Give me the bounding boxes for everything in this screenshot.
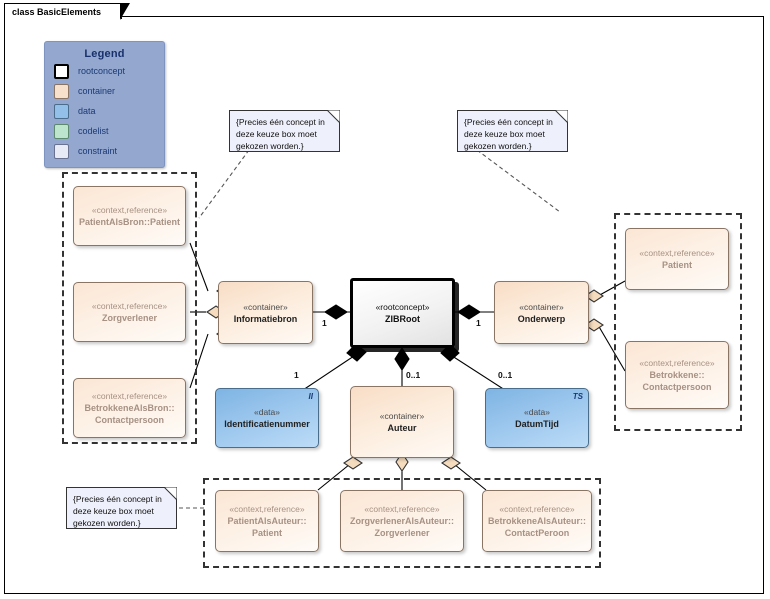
legend-label-codelist: codelist [78, 126, 109, 136]
class-patient-als-bron-name: PatientAlsBron::Patient [78, 217, 180, 227]
class-betrokkene-als-auteur[interactable]: «context,reference» BetrokkeneAlsAuteur:… [482, 490, 592, 552]
class-zibroot-stereotype: «rootconcept» [375, 302, 430, 312]
class-patient-als-bron-stereotype: «context,reference» [91, 205, 168, 215]
multiplicity-root-auteur: 0..1 [406, 370, 421, 380]
class-informatiebron[interactable]: «container» Informatiebron [218, 281, 313, 344]
class-identificatienummer-stereotype: «data» [254, 407, 280, 417]
legend-swatch-constraint [54, 143, 69, 159]
class-auteur-stereotype: «container» [379, 411, 425, 421]
legend-item-constraint: constraint [54, 142, 164, 160]
legend-swatch-data [54, 103, 69, 119]
class-zibroot[interactable]: «rootconcept» ZIBRoot [350, 278, 455, 348]
class-patient-als-auteur-name-line2: Patient [251, 528, 282, 538]
class-betrokkene-onderwerp[interactable]: «context,reference» Betrokkene:: Contact… [625, 341, 729, 409]
class-patient-onderwerp-name: Patient [661, 260, 692, 270]
class-betrokkene-als-auteur-stereotype: «context,reference» [499, 504, 575, 514]
class-informatiebron-stereotype: «container» [243, 301, 288, 312]
class-betrokkene-onderwerp-name-line1: Betrokkene:: [649, 370, 705, 380]
class-datumtijd[interactable]: TS «data» DatumTijd [485, 388, 589, 448]
multiplicity-root-datumtijd: 0..1 [498, 370, 513, 380]
class-identificatienummer[interactable]: II «data» Identificatienummer [215, 388, 319, 448]
class-identificatienummer-name: Identificatienummer [224, 419, 310, 429]
class-patient-onderwerp-stereotype: «context,reference» [639, 248, 715, 258]
class-zorgverlener-als-auteur[interactable]: «context,reference» ZorgverlenerAlsAuteu… [340, 490, 464, 552]
class-betrokkene-als-auteur-name-line2: ContactPeroon [504, 528, 570, 538]
class-onderwerp-stereotype: «container» [519, 301, 564, 312]
class-datumtijd-stereotype: «data» [524, 407, 550, 417]
multiplicity-root-identificatienummer: 1 [294, 370, 299, 380]
legend-label-constraint: constraint [78, 146, 118, 156]
class-datumtijd-name: DatumTijd [515, 419, 559, 429]
class-patient-als-auteur-stereotype: «context,reference» [229, 504, 305, 514]
class-betrokkene-als-bron-name-line2: Contactpersoon [94, 415, 164, 425]
class-informatiebron-name: Informatiebron [233, 313, 298, 324]
note-bron: {Precies één concept in deze keuze box m… [229, 110, 340, 152]
class-betrokkene-als-bron[interactable]: «context,reference» BetrokkeneAlsBron:: … [73, 378, 186, 438]
note-auteur-text: {Precies één concept in deze keuze box m… [73, 494, 162, 528]
diagram-title: class BasicElements [12, 7, 102, 17]
class-zorgverlener-als-auteur-stereotype: «context,reference» [364, 504, 440, 514]
class-auteur[interactable]: «container» Auteur [350, 386, 454, 458]
class-zorgverlener-als-auteur-name-line1: ZorgverlenerAlsAuteur:: [349, 516, 455, 526]
legend-label-rootconcept: rootconcept [78, 66, 126, 76]
legend-label-data: data [78, 106, 96, 116]
class-identificatienummer-type: II [308, 392, 313, 401]
class-zorgverlener-bron[interactable]: «context,reference» Zorgverlener [73, 282, 186, 342]
note-onderwerp: {Precies één concept in deze keuze box m… [457, 110, 568, 152]
choice-box-bron [62, 172, 197, 444]
diagram-title-tab: class BasicElements [4, 3, 131, 20]
class-betrokkene-als-bron-stereotype: «context,reference» [91, 391, 168, 401]
class-onderwerp-name: Onderwerp [517, 313, 566, 324]
note-onderwerp-text: {Precies één concept in deze keuze box m… [464, 117, 553, 151]
class-auteur-name: Auteur [387, 423, 417, 433]
multiplicity-informatiebron-root: 1 [322, 318, 327, 328]
class-zorgverlener-bron-stereotype: «context,reference» [91, 301, 168, 311]
note-bron-text: {Precies één concept in deze keuze box m… [236, 117, 325, 151]
legend-item-codelist: codelist [54, 122, 164, 140]
class-patient-onderwerp[interactable]: «context,reference» Patient [625, 228, 729, 290]
choice-box-onderwerp [614, 213, 742, 431]
class-betrokkene-onderwerp-stereotype: «context,reference» [639, 358, 715, 368]
class-zibroot-name: ZIBRoot [385, 314, 420, 324]
class-onderwerp[interactable]: «container» Onderwerp [494, 281, 589, 344]
class-betrokkene-onderwerp-name-line2: Contactpersoon [642, 382, 712, 392]
class-patient-als-auteur[interactable]: «context,reference» PatientAlsAuteur:: P… [215, 490, 319, 552]
legend-item-data: data [54, 102, 164, 120]
legend-item-rootconcept: rootconcept [54, 62, 164, 80]
legend-swatch-rootconcept [54, 63, 69, 79]
legend-swatch-container [54, 83, 69, 99]
multiplicity-root-onderwerp: 1 [476, 318, 481, 328]
class-zorgverlener-als-auteur-name-line2: Zorgverlener [374, 528, 430, 538]
legend-panel: Legend rootconcept container data codeli… [44, 41, 165, 168]
note-auteur: {Precies één concept in deze keuze box m… [66, 487, 177, 529]
class-patient-als-auteur-name-line1: PatientAlsAuteur:: [227, 516, 307, 526]
class-zorgverlener-bron-name: Zorgverlener [101, 313, 158, 323]
legend-swatch-codelist [54, 123, 69, 139]
choice-box-auteur [203, 478, 601, 568]
legend-title: Legend [84, 48, 125, 60]
class-betrokkene-als-auteur-name-line1: BetrokkeneAlsAuteur:: [487, 516, 587, 526]
legend-item-container: container [54, 82, 164, 100]
class-betrokkene-als-bron-name-line1: BetrokkeneAlsBron:: [84, 403, 175, 413]
class-datumtijd-type: TS [572, 392, 583, 401]
class-patient-als-bron[interactable]: «context,reference» PatientAlsBron::Pati… [73, 186, 186, 246]
legend-label-container: container [78, 86, 116, 96]
